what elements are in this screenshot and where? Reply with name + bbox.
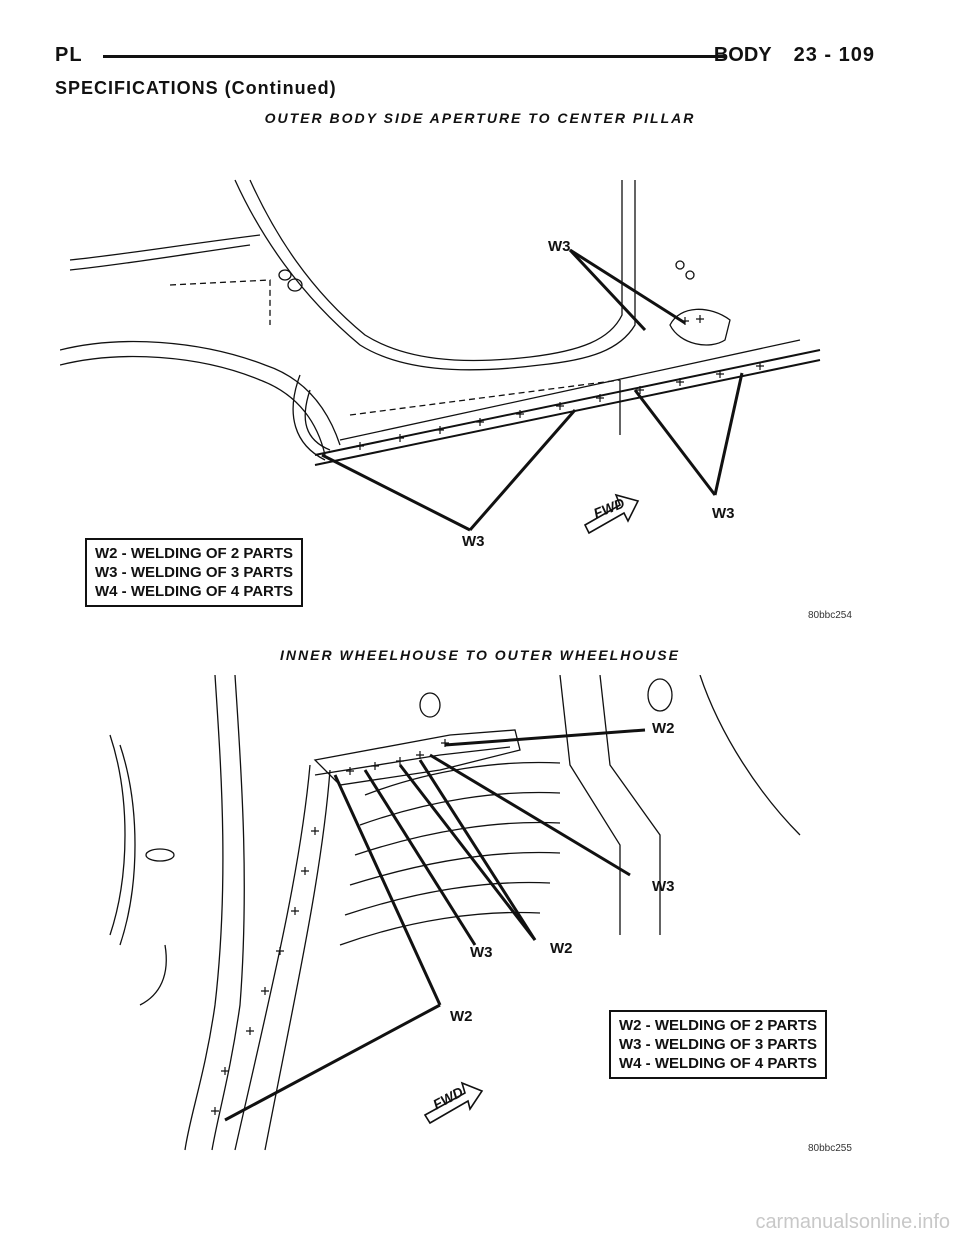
model-code: PL — [55, 44, 83, 66]
figure-2-id: 80bbc255 — [808, 1143, 852, 1154]
callout-w2-middle: W2 — [550, 940, 573, 957]
callout-w3-middle: W3 — [470, 944, 493, 961]
header-right: BODY 23 - 109 — [714, 44, 875, 67]
legend-w4: W4 - WELDING OF 4 PARTS — [619, 1055, 818, 1072]
figure-1-id: 80bbc254 — [808, 610, 852, 621]
figure-1-illustration — [60, 175, 880, 595]
figure-2-illustration — [100, 675, 880, 1155]
figure-1-caption: OUTER BODY SIDE APERTURE TO CENTER PILLA… — [264, 110, 696, 126]
callout-w3-right: W3 — [652, 878, 675, 895]
callout-w3-lower-left: W3 — [462, 533, 485, 550]
weld-legend-2: W2 - WELDING OF 2 PARTS W3 - WELDING OF … — [609, 1010, 828, 1079]
header-rule — [103, 55, 727, 58]
legend-w2: W2 - WELDING OF 2 PARTS — [95, 545, 294, 562]
page-header: PL BODY 23 - 109 — [55, 44, 875, 70]
watermark: carmanualsonline.info — [755, 1211, 950, 1233]
callout-w3-lower-right: W3 — [712, 505, 735, 522]
callout-w2-lower: W2 — [450, 1008, 473, 1025]
callout-w3-upper: W3 — [548, 238, 571, 255]
callout-w2-upper-right: W2 — [652, 720, 675, 737]
legend-w3: W3 - WELDING OF 3 PARTS — [619, 1036, 818, 1053]
weld-legend-1: W2 - WELDING OF 2 PARTS W3 - WELDING OF … — [85, 538, 304, 607]
legend-w4: W4 - WELDING OF 4 PARTS — [95, 583, 294, 600]
section-name: BODY — [713, 44, 772, 66]
legend-w2: W2 - WELDING OF 2 PARTS — [619, 1017, 818, 1034]
page-number: 23 - 109 — [793, 44, 875, 66]
section-title: SPECIFICATIONS (Continued) — [55, 78, 337, 98]
figure-2-caption: INNER WHEELHOUSE TO OUTER WHEELHOUSE — [280, 647, 680, 663]
legend-w3: W3 - WELDING OF 3 PARTS — [95, 564, 294, 581]
